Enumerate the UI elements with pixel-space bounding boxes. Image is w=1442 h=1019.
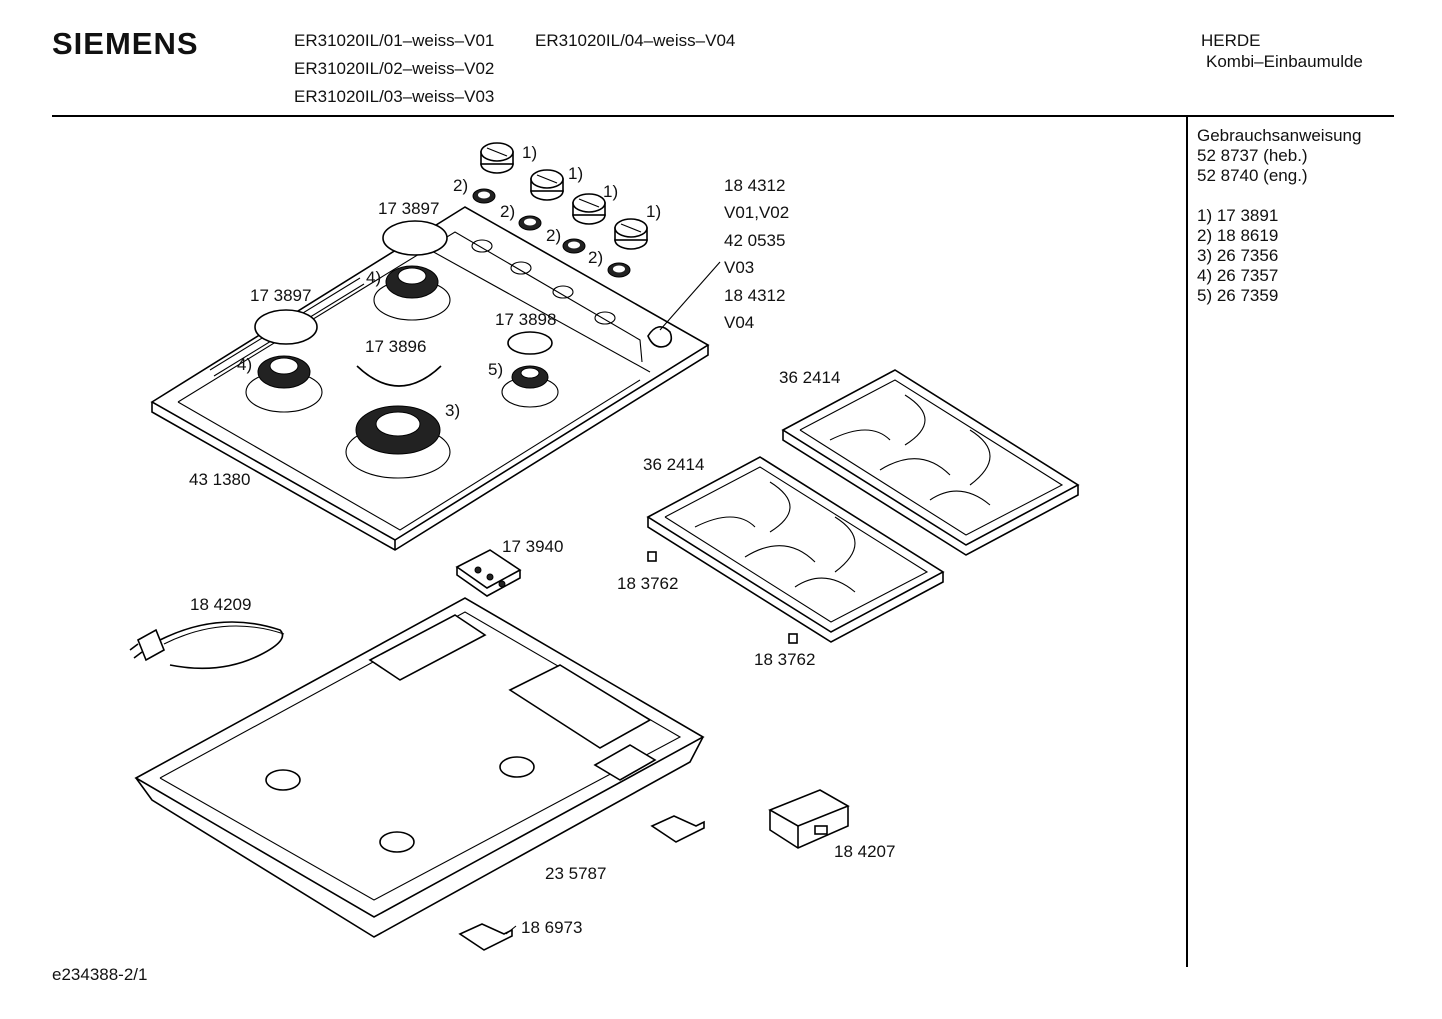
label-grid-front: 36 2414: [643, 455, 705, 474]
label-cap-back-left: 17 3897: [378, 199, 440, 218]
header-divider: [52, 115, 1394, 117]
label-knob-1d: 1): [646, 202, 662, 221]
label-housing: 23 5787: [545, 864, 607, 883]
label-ring-2b: 2): [500, 202, 516, 221]
model-line-1: ER31020IL/01–weiss–V01: [294, 31, 495, 50]
legend-item-2: 2) 18 8619: [1197, 226, 1279, 245]
sidebar-divider: [1186, 117, 1188, 967]
legend-item-3: 3) 26 7356: [1197, 246, 1279, 265]
rubber-feet: [647, 551, 798, 644]
label-rubber-foot-b: 18 3762: [754, 650, 816, 669]
label-hob-top: 43 1380: [189, 470, 251, 489]
label-box: 18 4207: [834, 842, 896, 861]
label-knob-1a: 1): [522, 143, 538, 162]
burners: [245, 220, 559, 479]
label-knob-1c: 1): [603, 182, 619, 201]
label-rubber-foot-a: 18 3762: [617, 574, 679, 593]
label-spark-v04: V04: [724, 313, 755, 332]
label-spark-2: 42 0535: [724, 231, 786, 250]
label-burner-5: 5): [488, 360, 504, 379]
category-herde: HERDE: [1201, 31, 1261, 50]
legend-item-5: 5) 26 7359: [1197, 286, 1279, 305]
model-line-2: ER31020IL/02–weiss–V02: [294, 59, 495, 78]
label-ring-2d: 2): [588, 248, 604, 267]
label-spark-1: 18 4312: [724, 176, 786, 195]
sidebar-doc-eng: 52 8740 (eng.): [1197, 166, 1308, 185]
sidebar-doc-heb: 52 8737 (heb.): [1197, 146, 1308, 165]
label-grid-back: 36 2414: [779, 368, 841, 387]
label-ring-2a: 2): [453, 176, 469, 195]
label-spark-v0102: V01,V02: [724, 203, 790, 222]
model-line-4: ER31020IL/04–weiss–V04: [535, 31, 736, 50]
sidebar-doc-title: Gebrauchsanweisung: [1197, 126, 1362, 145]
label-burner-4a: 4): [366, 268, 382, 287]
label-spark-v03: V03: [724, 258, 755, 277]
control-knobs: [480, 142, 648, 250]
knob-rings: [472, 188, 631, 278]
label-clamp: 18 6973: [521, 918, 583, 937]
bottom-housing: [134, 597, 705, 938]
brand-logo: SIEMENS: [52, 26, 199, 61]
label-spark-3: 18 4312: [724, 286, 786, 305]
label-cap-small: 17 3898: [495, 310, 557, 329]
label-ring-2c: 2): [546, 226, 562, 245]
terminal-block: [455, 549, 522, 597]
pan-support-back: [781, 369, 1080, 556]
label-power-cord: 18 4209: [190, 595, 252, 614]
legend-item-1: 1) 17 3891: [1197, 206, 1279, 225]
hob-top-plate: [150, 206, 721, 551]
label-burner-4b: 4): [237, 355, 253, 374]
label-knob-1b: 1): [568, 164, 584, 183]
label-cap-front-left: 17 3897: [250, 286, 312, 305]
power-cord: [129, 621, 285, 670]
legend-item-4: 4) 26 7357: [1197, 266, 1279, 285]
category-kombi: Kombi–Einbaumulde: [1206, 52, 1363, 71]
junction-box: [768, 789, 850, 849]
label-burner-3: 3): [445, 401, 461, 420]
pan-support-front: [646, 456, 945, 643]
label-terminal: 17 3940: [502, 537, 564, 556]
model-line-3: ER31020IL/03–weiss–V03: [294, 87, 495, 106]
label-cap-large: 17 3896: [365, 337, 427, 356]
mounting-clamps: [458, 815, 705, 951]
drawing-id: e234388-2/1: [52, 965, 148, 984]
